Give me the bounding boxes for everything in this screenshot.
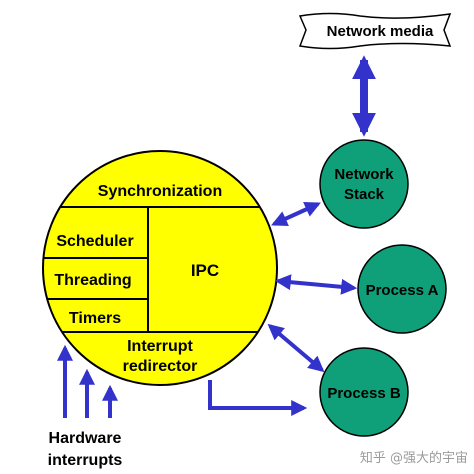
watermark-text: 知乎 @强大的宇宙 [360,450,468,466]
synchronization-label: Synchronization [98,183,222,200]
timers-label: Timers [69,310,121,327]
arrow-redirector-process-b [208,380,308,416]
interrupt-redirector-line1: Interrupt [127,338,193,355]
network-stack-line2: Stack [344,186,385,203]
process-b-label: Process B [327,385,401,402]
process-b-node: Process B [319,347,409,437]
process-a-label: Process A [366,282,439,299]
threading-label: Threading [54,272,131,289]
hardware-interrupts-line2: interrupts [48,452,123,469]
network-stack-node: Network Stack [319,139,409,229]
network-media-label: Network media [327,23,434,40]
arrow-ipc-network-stack [271,202,321,226]
scheduler-label: Scheduler [56,233,133,250]
interrupt-redirector-line2: redirector [123,358,198,375]
hardware-interrupts-line1: Hardware [49,430,122,447]
kernel-circle: Synchronization Scheduler Threading Time… [42,150,278,386]
ipc-label: IPC [191,261,219,280]
arrow-ipc-process-b [267,323,325,373]
process-a-node: Process A [357,244,447,334]
arrow-ipc-process-a [274,274,358,295]
network-media-box: Network media [298,12,452,50]
network-stack-line1: Network [334,166,394,183]
